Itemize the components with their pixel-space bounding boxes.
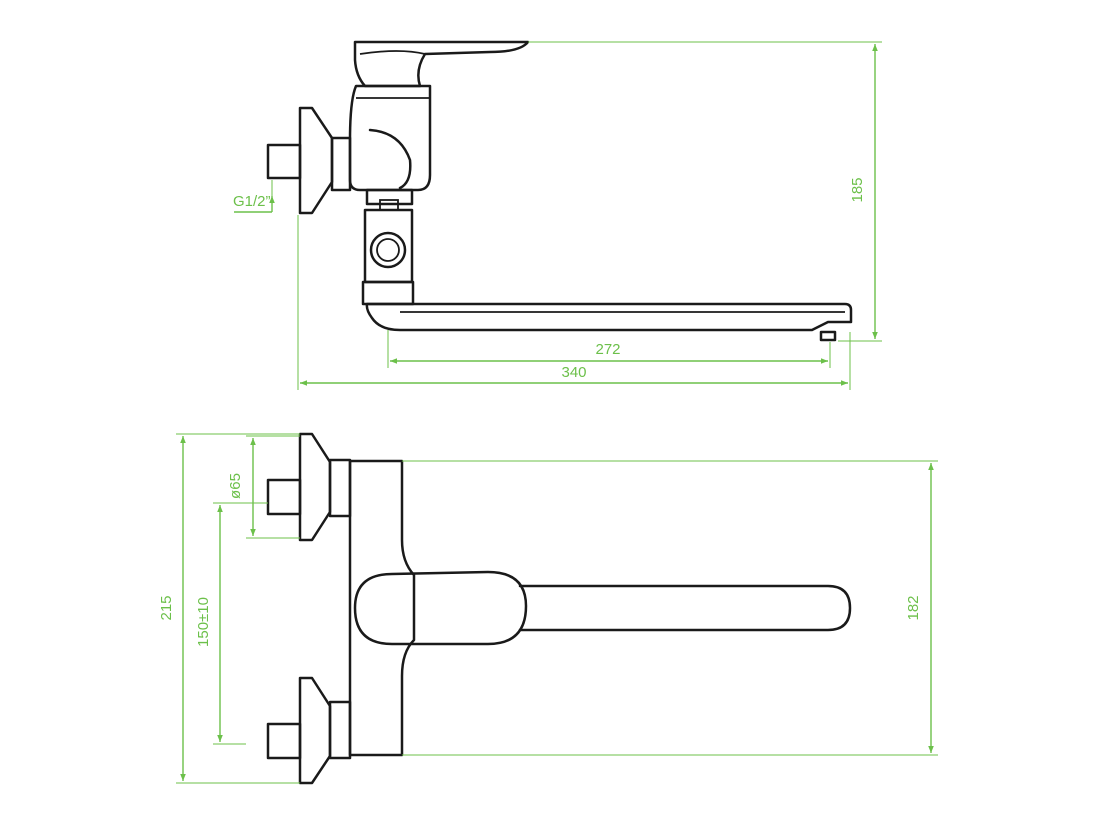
- upper-inlet-stub: [266, 478, 302, 516]
- flange-diameter-label: ø65: [227, 473, 244, 499]
- plan-lever: [353, 570, 528, 646]
- upper-wall-flange: [298, 432, 332, 542]
- spout: [365, 302, 853, 332]
- center-distance-label: 150±10: [195, 597, 212, 647]
- side-view-dimensions: 185 G1/2” 272 340: [233, 41, 882, 390]
- housing-cartridge: [368, 128, 412, 190]
- mixer-housing: [348, 84, 432, 192]
- lower-connector-nut: [328, 700, 352, 760]
- swivel-window-outer: [369, 231, 407, 269]
- lower-inlet-stub: [266, 722, 302, 760]
- swivel-neck: [365, 188, 414, 206]
- thread-label: G1/2”: [233, 193, 271, 210]
- connector-nut: [330, 136, 352, 192]
- swivel-window-inner: [376, 238, 400, 262]
- body-height-label: 182: [905, 595, 922, 620]
- upper-connector-nut: [328, 458, 352, 518]
- side-view: 185 G1/2” 272 340: [233, 40, 882, 390]
- mixer-body: [348, 459, 416, 757]
- plan-view: 215 150±10 ø65 182: [158, 432, 938, 785]
- length-label: 340: [561, 364, 586, 381]
- lower-wall-flange: [298, 676, 332, 785]
- wall-flange: [298, 106, 334, 215]
- inlet-stub: [266, 143, 302, 180]
- plan-spout: [518, 584, 852, 632]
- lever-underside: [359, 50, 426, 55]
- height-label: 185: [849, 177, 866, 202]
- lever-handle: [353, 40, 530, 88]
- aerator: [819, 330, 837, 342]
- width-label: 215: [158, 595, 175, 620]
- reach-label: 272: [595, 341, 620, 358]
- plan-view-dimensions: 215 150±10 ø65 182: [158, 433, 938, 784]
- swivel-collar: [361, 280, 415, 306]
